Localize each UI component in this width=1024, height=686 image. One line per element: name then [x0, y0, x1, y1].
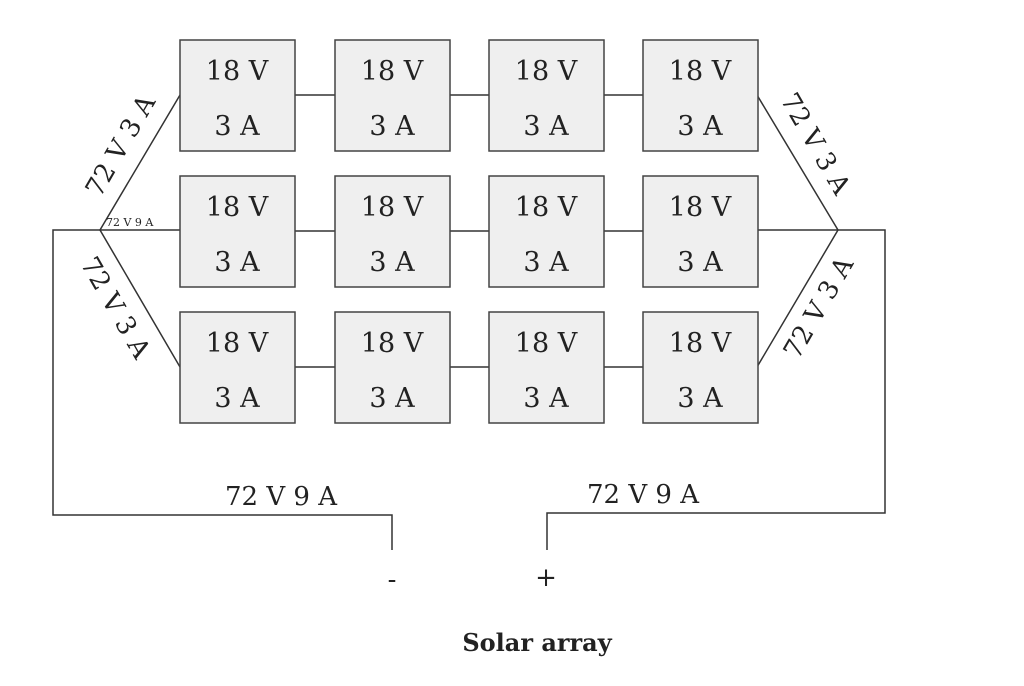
panel-box [179, 39, 296, 152]
panel-current: 3 A [523, 111, 569, 142]
solar-panel: 18 V 3 A [642, 311, 759, 424]
panel-current: 3 A [677, 111, 723, 142]
panel-current: 3 A [677, 383, 723, 414]
panel-box [179, 311, 296, 424]
positive-terminal: + [535, 563, 557, 593]
panel-box [334, 39, 451, 152]
solar-panel: 18 V 3 A [179, 39, 296, 152]
panel-box [179, 175, 296, 288]
panel-box [642, 311, 759, 424]
panel-voltage: 18 V [361, 56, 424, 87]
solar-panel: 18 V 3 A [642, 175, 759, 288]
diagram-title: Solar array [462, 628, 612, 657]
wires [52, 94, 886, 550]
negative-terminal: - [388, 565, 397, 595]
label-positive-output: 72 V 9 A [587, 480, 700, 510]
panel-voltage: 18 V [206, 328, 269, 359]
panel-box [642, 39, 759, 152]
solar-panel: 18 V 3 A [334, 39, 451, 152]
panel-voltage: 18 V [669, 328, 732, 359]
panel-current: 3 A [523, 383, 569, 414]
panel-voltage: 18 V [669, 56, 732, 87]
panel-voltage: 18 V [669, 192, 732, 223]
solar-panel: 18 V 3 A [488, 39, 605, 152]
solar-panel: 18 V 3 A [179, 311, 296, 424]
panel-box [642, 175, 759, 288]
panel-voltage: 18 V [206, 192, 269, 223]
solar-panel: 18 V 3 A [488, 311, 605, 424]
panel-box [334, 175, 451, 288]
positive-wire [546, 229, 886, 550]
panel-box [488, 39, 605, 152]
solar-panel: 18 V 3 A [179, 175, 296, 288]
solar-panels: 18 V 3 A 18 V 3 A 18 V 3 A 18 V 3 A 18 V 3 A 18 V 3… [179, 39, 759, 424]
solar-panel: 18 V 3 A [334, 311, 451, 424]
label-left-bottom: 72 V 3 A [74, 252, 157, 365]
panel-voltage: 18 V [515, 56, 578, 87]
panel-voltage: 18 V [515, 192, 578, 223]
panel-box [488, 311, 605, 424]
panel-voltage: 18 V [515, 328, 578, 359]
panel-voltage: 18 V [361, 328, 424, 359]
panel-current: 3 A [214, 247, 260, 278]
panel-current: 3 A [523, 247, 569, 278]
solar-panel: 18 V 3 A [642, 39, 759, 152]
panel-current: 3 A [214, 111, 260, 142]
panel-current: 3 A [677, 247, 723, 278]
panel-box [334, 311, 451, 424]
label-negative-output: 72 V 9 A [225, 482, 338, 512]
panel-current: 3 A [369, 111, 415, 142]
panel-current: 3 A [214, 383, 260, 414]
label-left-junction: 72 V 9 A [106, 216, 154, 229]
panel-current: 3 A [369, 383, 415, 414]
label-right-bottom: 72 V 3 A [778, 251, 861, 364]
panel-voltage: 18 V [206, 56, 269, 87]
negative-wire [52, 229, 393, 550]
panel-box [488, 175, 605, 288]
panel-current: 3 A [369, 247, 415, 278]
solar-panel: 18 V 3 A [334, 175, 451, 288]
solar-panel: 18 V 3 A [488, 175, 605, 288]
panel-voltage: 18 V [361, 192, 424, 223]
